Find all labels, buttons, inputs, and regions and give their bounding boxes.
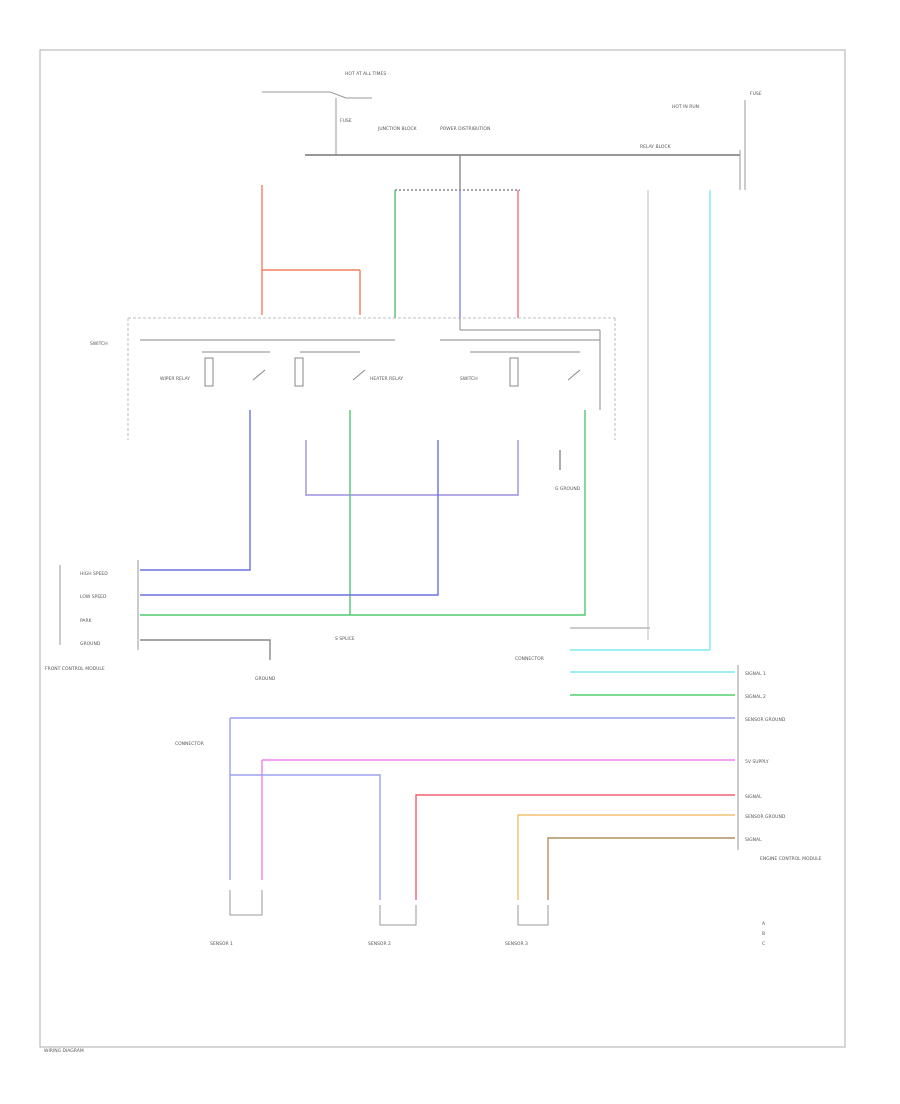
sensors bbox=[229, 890, 549, 926]
right-pin-5: SIGNAL bbox=[745, 794, 762, 800]
right-pin-6: SENSOR GROUND bbox=[745, 814, 786, 820]
legend-c: C bbox=[762, 941, 765, 947]
fuse-right-label: FUSE bbox=[750, 91, 762, 97]
heater-relay-label: HEATER RELAY bbox=[370, 376, 403, 382]
hot-at-all-times-label: HOT AT ALL TIMES bbox=[345, 71, 386, 77]
right-pin-7: SIGNAL bbox=[745, 837, 762, 843]
connector-left-label: CONNECTOR bbox=[515, 656, 544, 662]
right-pin-3: SENSOR GROUND bbox=[745, 717, 786, 723]
module-name: FRONT CONTROL MODULE bbox=[45, 666, 105, 672]
right-pin-4: 5V SUPPLY bbox=[745, 759, 769, 765]
module-pin-2: LOW SPEED bbox=[80, 594, 107, 600]
legend-b: B bbox=[762, 931, 765, 937]
sensor-2-label: SENSOR 2 bbox=[368, 941, 391, 947]
module-pin-3: PARK bbox=[80, 618, 93, 624]
right-pin-1: SIGNAL 1 bbox=[745, 671, 766, 677]
s-splice-label: S SPLICE bbox=[335, 636, 355, 642]
relay-block-outline bbox=[127, 317, 616, 440]
right-wires bbox=[229, 627, 735, 900]
right-pin-2: SIGNAL 2 bbox=[745, 694, 766, 700]
ground-mid-label: GROUND bbox=[255, 676, 276, 682]
diagram-border bbox=[39, 49, 846, 1048]
switch-b-label: SWITCH bbox=[90, 341, 108, 347]
bus-drops bbox=[261, 155, 711, 650]
connector-right-label: CONNECTOR bbox=[175, 741, 204, 747]
sensor-1-label: SENSOR 1 bbox=[210, 941, 233, 947]
left-module bbox=[59, 560, 139, 650]
legend-a: A bbox=[762, 921, 766, 927]
relay-block-label: RELAY BLOCK bbox=[640, 144, 672, 150]
g-ground-label: G GROUND bbox=[555, 486, 581, 492]
footer-label: WIRING DIAGRAM bbox=[44, 1048, 84, 1054]
junction-block-label: JUNCTION BLOCK bbox=[377, 126, 418, 132]
right-module-name: ENGINE CONTROL MODULE bbox=[760, 856, 822, 862]
switch-a-label: SWITCH bbox=[460, 376, 478, 382]
power-distribution-label: POWER DISTRIBUTION bbox=[440, 126, 490, 132]
fuse-label: FUSE bbox=[340, 118, 352, 124]
sensor-3-label: SENSOR 3 bbox=[505, 941, 528, 947]
lower-wires bbox=[140, 410, 586, 660]
top-feed bbox=[262, 91, 746, 190]
module-pin-1: HIGH SPEED bbox=[80, 571, 108, 577]
relay-switches bbox=[140, 318, 601, 410]
hot-run-label: HOT IN RUN bbox=[672, 104, 699, 110]
module-pin-4: GROUND bbox=[80, 641, 101, 647]
wiper-relay-label: WIPER RELAY bbox=[160, 376, 190, 382]
